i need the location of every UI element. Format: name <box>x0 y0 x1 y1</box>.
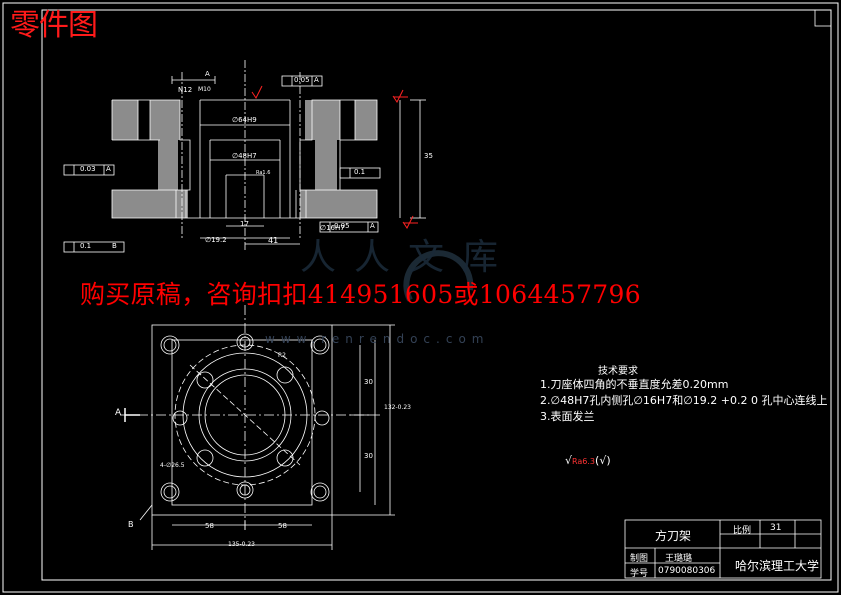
tol-frame-5: 0.05 <box>334 222 350 230</box>
tol-frame-5-datum: A <box>370 222 375 230</box>
tol-frame-3: 0.1 <box>354 168 366 176</box>
section-label-a: A <box>115 408 122 418</box>
watermark-text: 人人文库 <box>300 237 517 278</box>
plan-outer <box>151 324 333 516</box>
dim-135: 135-0.23 <box>228 541 255 548</box>
dim-41: 41 <box>268 236 279 245</box>
dim-d16h7: ∅16H7 <box>320 224 345 232</box>
dim-35: 35 <box>424 152 433 160</box>
tol-frame-1-datum: A <box>314 76 319 84</box>
dim-58-right: 58 <box>278 522 287 530</box>
dim-30-top: 30 <box>364 378 373 386</box>
tol-frame-2-datum: A <box>106 165 111 173</box>
inner-frame <box>41 9 832 581</box>
title-block <box>624 519 822 579</box>
roughness-note: Ra1.6 <box>256 170 271 176</box>
plan-view <box>120 305 395 550</box>
drawing-type-stamp: 零件图 <box>10 8 98 43</box>
dim-d64h9: ∅64H9 <box>232 116 257 124</box>
datum-a-top: A <box>205 70 210 78</box>
tech-req-item-1: 1.刀座体四角的不垂直度允差0.20mm <box>540 378 729 391</box>
section-body-right <box>300 100 377 218</box>
tol-frame-1: 0.05 <box>294 76 310 84</box>
roughness-check-icon: √ <box>565 454 573 467</box>
title-school: 哈尔滨理工大学 <box>735 559 820 573</box>
roughness-value: Ra6.3 <box>572 457 596 466</box>
dim-m10: M10 <box>198 86 211 93</box>
title-part-name: 方刀架 <box>655 529 692 543</box>
title-student-label: 学号 <box>630 569 649 579</box>
watermark-logo <box>403 250 474 302</box>
section-view <box>63 60 426 253</box>
tol-frame-2: 0.03 <box>80 165 96 173</box>
dim-17: 17 <box>240 220 249 228</box>
roughness-suffix: (√) <box>595 454 611 467</box>
title-scale-value: 31 <box>770 523 782 533</box>
dim-r2: R2 <box>278 352 286 359</box>
section-body-left <box>112 100 188 218</box>
tech-req-title: 技术要求 <box>598 366 638 377</box>
title-scale-label: 比例 <box>733 526 752 536</box>
general-roughness: √Ra6.3(√) <box>565 454 611 467</box>
corner-mark-tr <box>814 9 832 27</box>
plan-inner <box>171 339 313 506</box>
dim-d48h7: ∅48H7 <box>232 152 257 160</box>
watermark-url: www.renrendoc.com <box>265 332 490 346</box>
title-student-id: 0790080306 <box>658 566 716 576</box>
tol-frame-4: 0.1 <box>80 242 92 250</box>
view-label-b: B <box>128 520 134 529</box>
dim-132: 132-0.23 <box>384 404 411 411</box>
tech-req-item-2: 2.∅48H7孔内侧孔∅16H7和∅19.2 +0.2 0 孔中心连线上 <box>540 394 828 407</box>
title-drawn-name: 王璐璐 <box>665 554 693 564</box>
dim-d19: ∅19.2 <box>205 236 227 244</box>
title-drawn-label: 制图 <box>630 554 649 564</box>
purchase-banner: 购买原稿，咨询扣扣414951605或1064457796 <box>80 280 641 309</box>
dim-30-bottom: 30 <box>364 452 373 460</box>
dim-58-left: 58 <box>205 522 214 530</box>
tech-req-item-3: 3.表面发兰 <box>540 410 595 423</box>
dim-n12: N12 <box>178 86 193 94</box>
tol-frame-4-datum-b: B <box>112 242 117 250</box>
dim-4-holes: 4-∅26.5 <box>160 462 185 469</box>
roughness-marks-red <box>251 85 418 229</box>
